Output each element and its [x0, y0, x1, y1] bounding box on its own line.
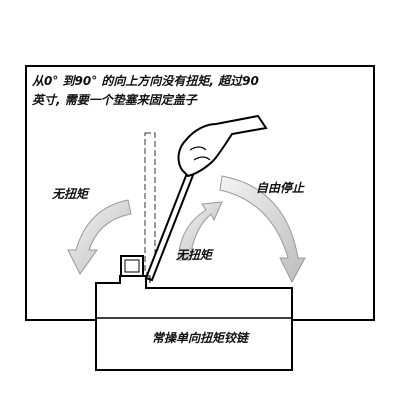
label-no-torque-center: 无扭矩 — [176, 248, 213, 262]
label-no-torque-left: 无扭矩 — [52, 187, 89, 201]
center-rotation-arrow — [177, 201, 223, 261]
diagram-border — [25, 65, 375, 321]
description-line-2: 英寸, 需要一个垫塞来固定盖子 — [32, 93, 197, 107]
hand-fingers — [189, 146, 211, 161]
left-rotation-arrow — [67, 199, 132, 275]
right-rotation-arrow — [219, 175, 306, 284]
hinge-pin — [124, 259, 140, 273]
description-line-1: 从0° 到90° 的向上方向没有扭矩, 超过90 — [32, 74, 259, 88]
pivot-mark — [143, 275, 151, 283]
label-free-stop: 自由停止 — [256, 181, 305, 195]
description-text: 从0° 到90° 的向上方向没有扭矩, 超过90 英寸, 需要一个垫塞来固定盖子 — [32, 72, 332, 110]
diagram-caption: 常操单向扭矩铰链 — [151, 331, 248, 345]
base-block — [95, 275, 293, 371]
hand-outline — [177, 114, 268, 178]
